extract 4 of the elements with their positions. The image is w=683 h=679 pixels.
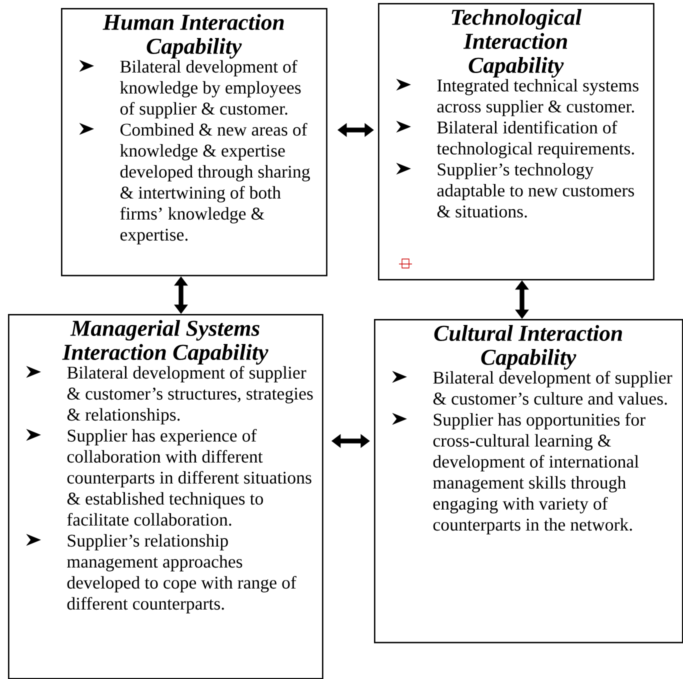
capability-box: Cultural Interaction Capability Bilateral development of supplier & customer’s culture and values. Supplier has opportunities for cross-cultural learning & development of international management skills through engaging with variety of counterparts in the network.: [374, 319, 683, 644]
capability-box: Human Interaction Capability Bilateral development of knowledge by employees of supplier & customer. Combined & new areas of knowledge & expertise developed through sharing & intertwining of both firms’ knowledge & expertise.: [61, 8, 328, 276]
capability-box: Technological Interaction Capability Integrated technical systems across supplier & customer. Bilateral identification of technological requirements. Supplier’s technology adaptable to new customers & situations.: [378, 3, 654, 280]
capability-box: Managerial Systems Interaction Capability Bilateral development of supplier & customer’s structures, strategies & relationships. Supplier has experience of collaboration with different counterparts in different situations & established techniques to facilitate collaboration. Supplier’s relationship management approaches developed to cope with range of different counterparts.: [8, 314, 324, 679]
